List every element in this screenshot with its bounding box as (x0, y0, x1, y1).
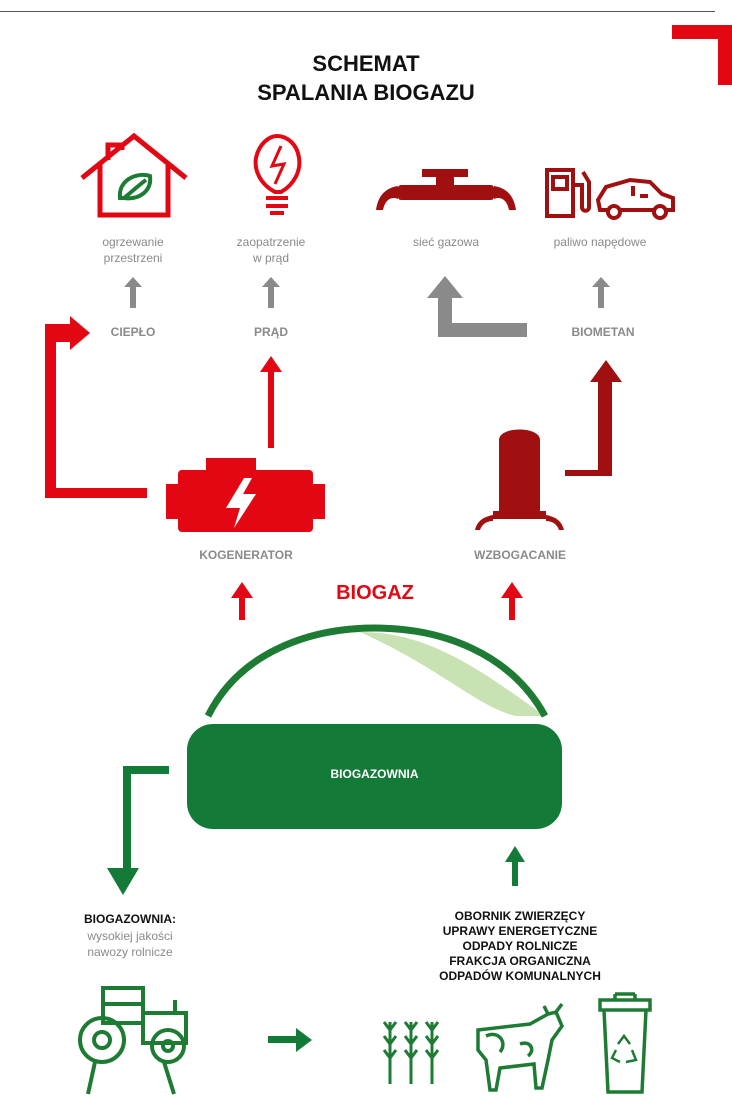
arrow-feedstock-to-plant (505, 846, 525, 886)
node-biomethane: BIOMETAN (571, 325, 635, 339)
top-divider (0, 11, 715, 12)
arrow-plant-to-digestate (107, 766, 169, 895)
feedstock-item: OBORNIK ZWIERZĘCY (454, 909, 586, 923)
node-upgrading: WZBOGACANIE (474, 548, 566, 562)
feedstock-item: FRAKCJA ORGANICZNA (449, 954, 591, 968)
cow-icon (476, 1002, 564, 1092)
output-heating-label: ogrzewanie przestrzeni (102, 235, 164, 265)
house-leaf-icon (80, 132, 188, 218)
digester-dome-icon (204, 624, 549, 718)
recycling-bin-icon (598, 992, 652, 1094)
node-heat: CIEPŁO (110, 325, 156, 339)
arrow-biogas-to-upgrading (501, 582, 523, 620)
feedstock-item: UPRAWY ENERGETYCZNE (442, 924, 598, 938)
digestate-description: wysokiej jakości nawozy rolnicze (87, 929, 173, 959)
feedstock-item: ODPADÓW KOMUNALNYCH (439, 969, 601, 983)
feedstock-list: OBORNIK ZWIERZĘCY UPRAWY ENERGETYCZNE OD… (400, 909, 640, 984)
arrow-cogenerator-to-power (260, 356, 282, 448)
page-title-line1: SCHEMAT (312, 51, 420, 76)
biogas-plant-label: BIOGAZOWNIA (330, 767, 419, 781)
feedstock-item: ODPADY ROLNICZE (462, 939, 578, 953)
biogas-plant-tank (187, 724, 562, 829)
arrow-cogenerator-to-heat (45, 316, 147, 498)
digestate-heading: BIOGAZOWNIA: (84, 912, 176, 926)
car-icon (595, 177, 675, 220)
node-cogenerator: KOGENERATOR (199, 548, 293, 562)
upgrading-tank-icon (475, 429, 564, 530)
biogas-label: BIOGAZ (336, 582, 414, 604)
lightbulb-icon (253, 133, 302, 215)
output-power-label: zaopatrzenie w prąd (236, 235, 306, 265)
wheat-icon (382, 1021, 440, 1084)
arrow-power-to-supply (262, 277, 280, 308)
arrow-biogas-to-cogenerator (231, 582, 253, 620)
tractor-icon (78, 986, 188, 1095)
arrow-heat-to-heating (124, 277, 142, 308)
gas-pipe-valve-icon (376, 169, 516, 210)
leaf-icon (117, 172, 153, 201)
corner-mark-icon (672, 25, 732, 85)
arrow-upgrading-to-biomethane (565, 360, 622, 476)
output-gas-network-label: sieć gazowa (412, 235, 480, 249)
fuel-pump-icon (545, 168, 591, 218)
node-electricity: PRĄD (253, 325, 288, 339)
cogenerator-engine-icon (166, 458, 325, 532)
arrow-biomethane-to-gas-network (427, 276, 527, 337)
arrow-biomethane-to-fuel (592, 277, 610, 308)
arrow-right (268, 1028, 312, 1052)
output-fuel-label: paliwo napędowe (553, 235, 647, 249)
page-title-line2: SPALANIA BIOGAZU (257, 80, 475, 105)
